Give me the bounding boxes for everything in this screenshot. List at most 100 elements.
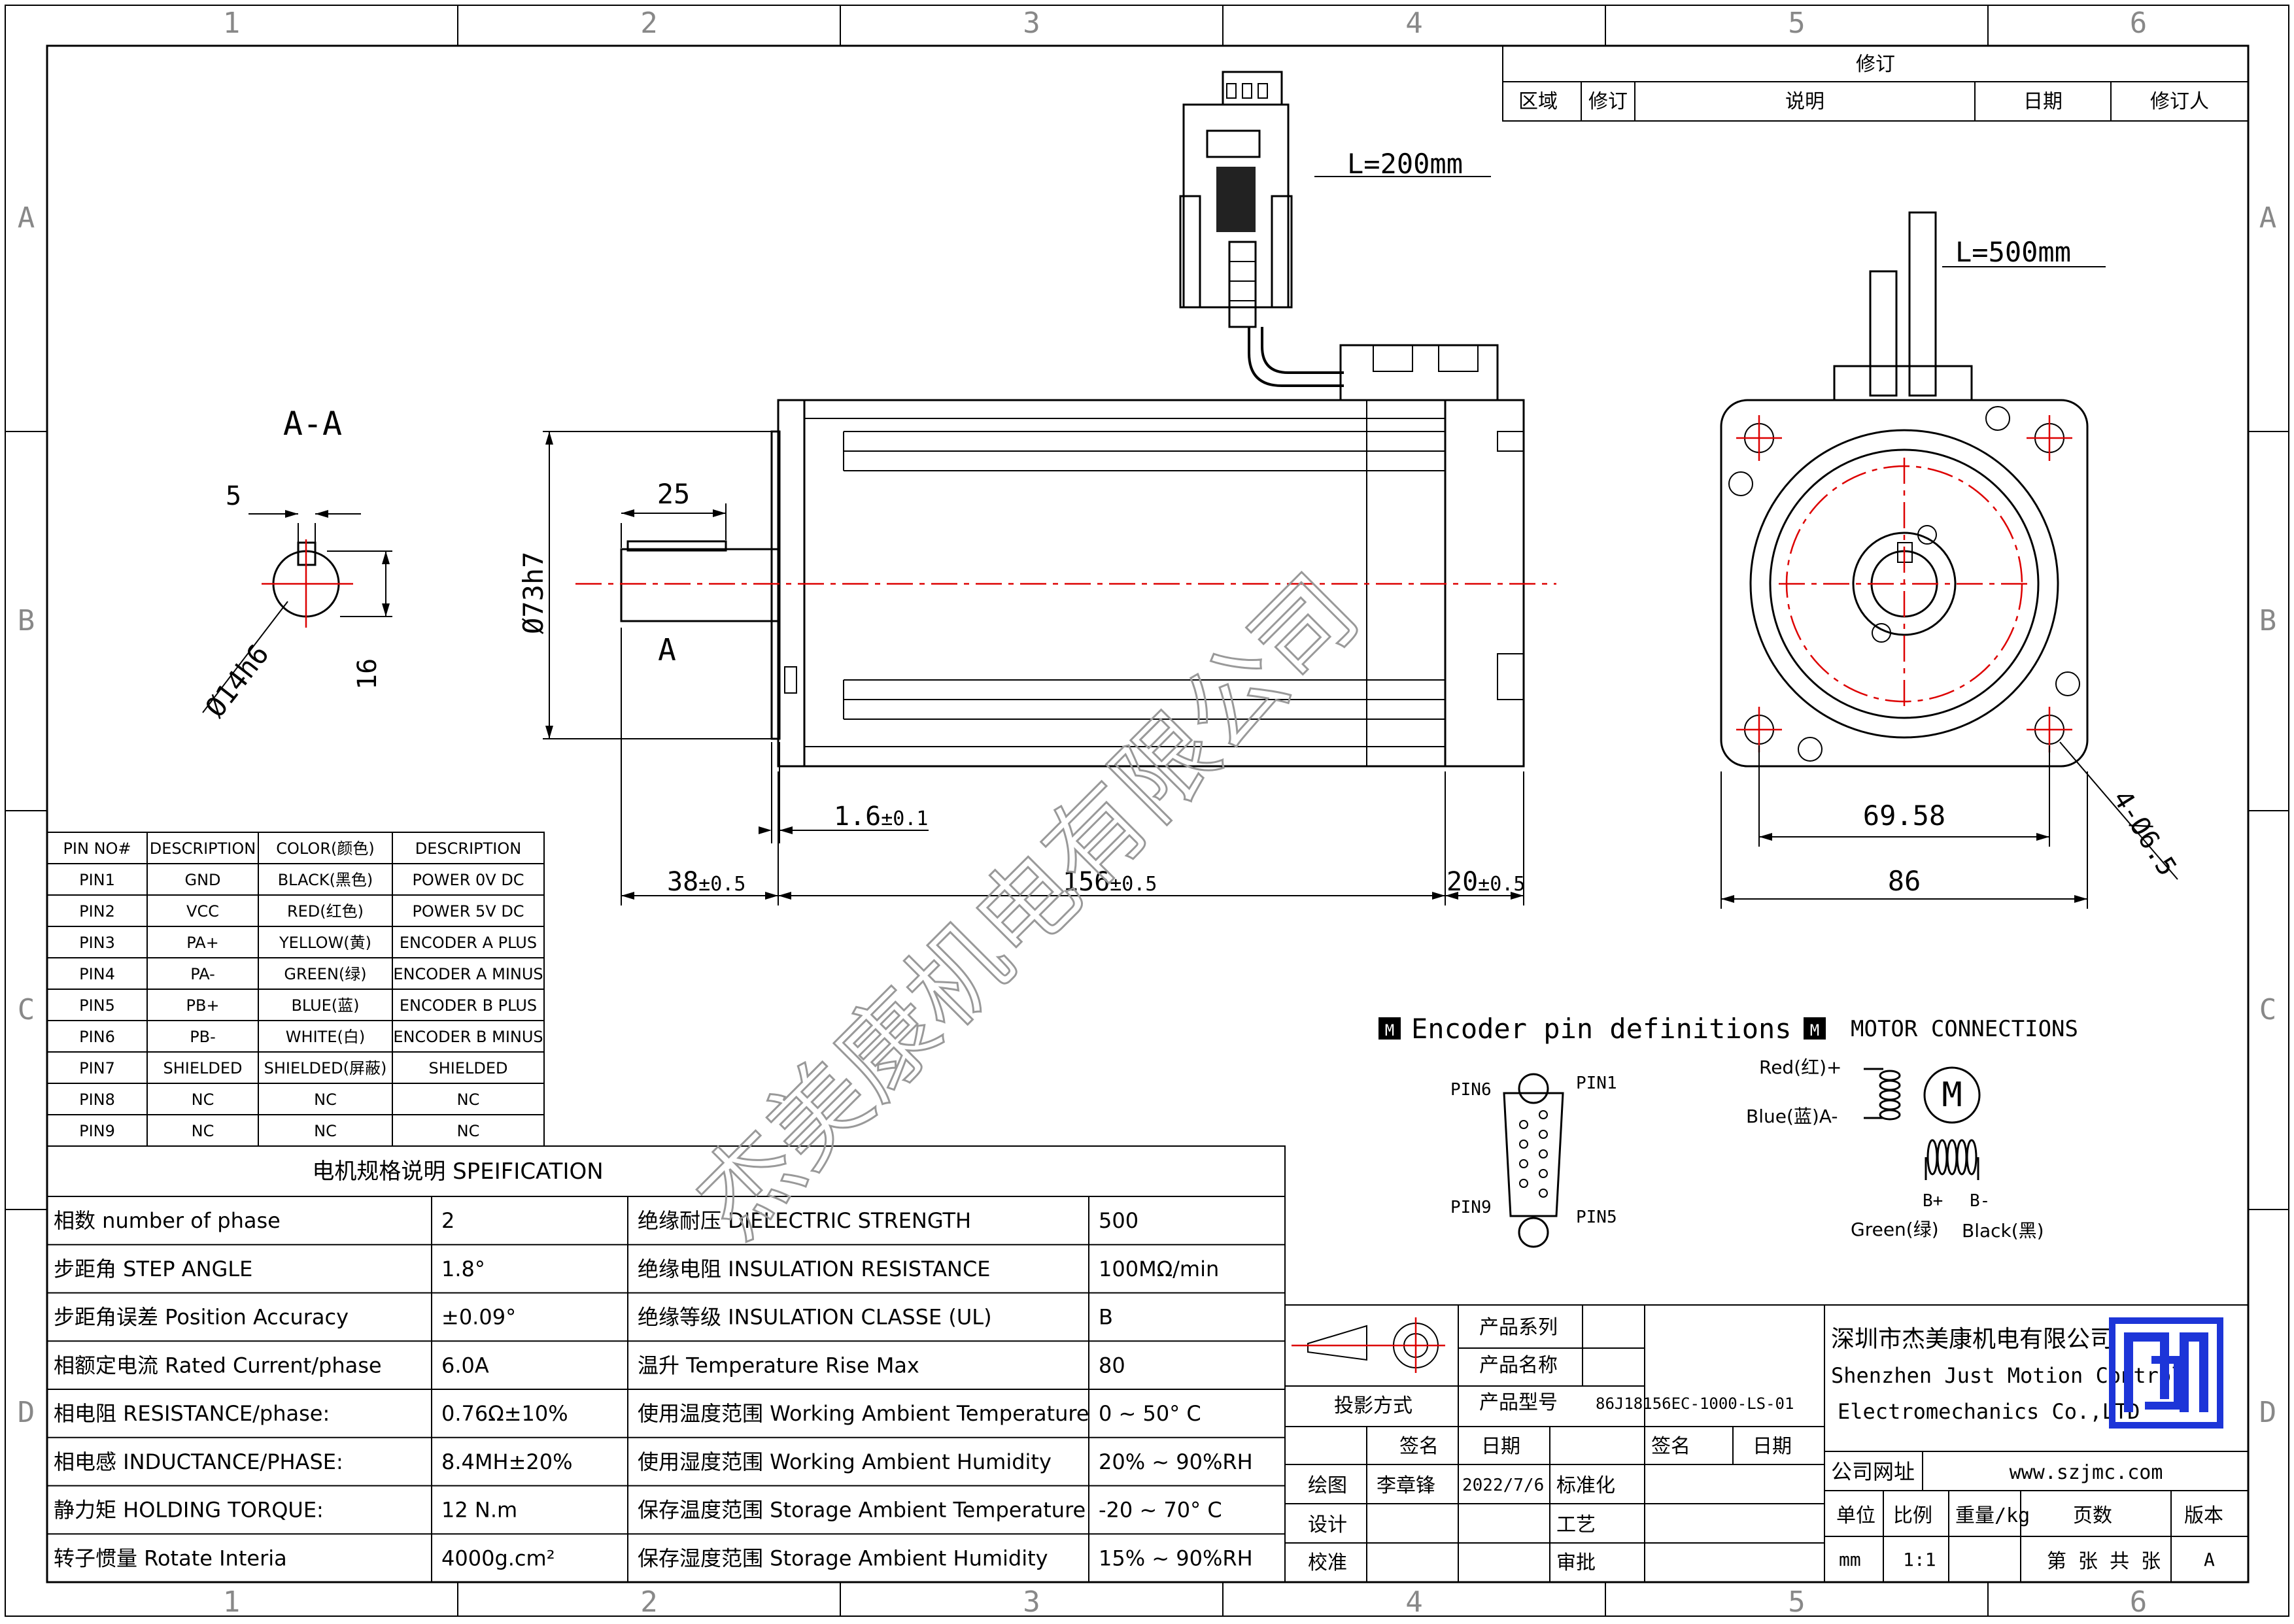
wire-bplus-label: B+ [1923, 1191, 1943, 1211]
pin-table-cell: PIN7 [79, 1059, 115, 1077]
rev-col-desc: 说明 [1785, 90, 1824, 113]
pin-table-cell: PA- [190, 965, 215, 983]
section-marker: A [658, 632, 676, 668]
revision-title: 修订 [1856, 53, 1895, 76]
pin-table-cell: PIN6 [79, 1028, 115, 1046]
spec-cell: 0.76Ω±10% [441, 1401, 568, 1426]
title-block: 产品系列 产品名称 投影方式 产品型号 签名 日期 签名 日期 绘图 李章锋 设… [1284, 1304, 2249, 1583]
spec-title: 电机规格说明 SPEIFICATION [312, 1159, 603, 1185]
grid-row-label: A [2259, 201, 2277, 235]
spec-cell: 0 ~ 50° C [1099, 1401, 1201, 1426]
tb-version: A [2204, 1549, 2215, 1570]
revision-block: 修订 区域 修订 说明 日期 修订人 [1502, 45, 2249, 122]
pin-table-cell: PB- [190, 1028, 216, 1046]
tb-company-cn: 深圳市杰美康机电有限公司 [1831, 1326, 2114, 1353]
spec-cell: 保存温度范围 Storage Ambient Temperature [638, 1498, 1086, 1523]
tb-version-label: 版本 [2184, 1504, 2223, 1527]
wire-red-label: Red(红)+ [1759, 1057, 1842, 1078]
wire-bminus-label: B- [1970, 1191, 1990, 1211]
spec-cell: 步距角误差 Position Accuracy [54, 1305, 349, 1330]
tb-company-en2: Electromechanics Co.,LTD [1838, 1399, 2140, 1424]
pin-table-cell: NC [314, 1122, 337, 1140]
spec-cell: 8.4MH±20% [441, 1449, 573, 1474]
enc-pin9-label: PIN9 [1450, 1198, 1492, 1217]
svg-text:M: M [1810, 1021, 1819, 1040]
spec-cell: 100MΩ/min [1099, 1257, 1219, 1281]
grid-col-label: 4 [1405, 7, 1423, 40]
pin-table-cell: NC [192, 1122, 214, 1140]
tb-scale: 1:1 [1903, 1549, 1936, 1570]
tb-draw: 绘图 [1308, 1474, 1347, 1497]
spec-cell: 使用湿度范围 Working Ambient Humidity [638, 1449, 1052, 1474]
pin-table-cell: WHITE(白) [286, 1028, 365, 1046]
grid-row-label: B [2259, 604, 2277, 637]
pin-table-header: PIN NO# [63, 839, 131, 858]
pin-table-cell: VCC [186, 902, 219, 921]
section-title: A-A [283, 405, 342, 443]
grid-col-label: 2 [640, 1585, 658, 1619]
enc-pin1-label: PIN1 [1576, 1074, 1617, 1093]
grid-col-label: 3 [1023, 1585, 1040, 1619]
pin-table-cell: NC [457, 1122, 480, 1140]
spec-cell: B [1099, 1305, 1113, 1330]
pin-table-cell: ENCODER B MINUS [393, 1028, 543, 1046]
tb-weight-label: 重量/kg [1955, 1504, 2030, 1527]
key-width-dim: 5 [226, 481, 241, 511]
flange-size-dim: 86 [1888, 865, 1921, 897]
rev-col-zone: 区域 [1518, 90, 1558, 113]
rev-col-rev: 修订 [1588, 90, 1628, 113]
grid-col-label: 6 [2130, 7, 2148, 40]
grid-col-label: 4 [1405, 1585, 1423, 1619]
pin-table-header: DESCRIPTION [415, 839, 521, 858]
grid-col-label: 1 [223, 7, 241, 40]
pin-table-cell: PIN3 [79, 934, 115, 952]
pin-table-cell: GND [184, 871, 220, 889]
pin-table-cell: BLUE(蓝) [291, 996, 359, 1015]
spec-cell: 保存湿度范围 Storage Ambient Humidity [638, 1546, 1048, 1570]
grid-row-label: B [18, 604, 35, 637]
key-length-dim: 25 [657, 478, 691, 510]
spec-cell: 6.0A [441, 1353, 489, 1378]
tb-date2: 日期 [1753, 1435, 1792, 1458]
rev-col-date: 日期 [2023, 90, 2063, 113]
motor-connections-diagram: M MOTOR CONNECTIONS M Red(红)+ Blue(蓝)A- … [1746, 1016, 2078, 1242]
motor-cable-length: L=500mm [1955, 236, 2071, 268]
spec-cell: 15% ~ 90%RH [1099, 1546, 1253, 1570]
spec-cell: 相电阻 RESISTANCE/phase: [54, 1401, 330, 1426]
spec-cell: 静力矩 HOLDING TORQUE: [54, 1498, 324, 1523]
grid-row-label: C [2259, 993, 2277, 1026]
encoder-pin-diagram: M Encoder pin definitions PIN6 PIN1 PIN9… [1378, 1013, 1792, 1248]
shaft-dia-dim: Ø14h6 [199, 638, 275, 723]
pin-table-header: COLOR(颜色) [276, 839, 374, 858]
spec-cell: 80 [1099, 1353, 1125, 1378]
motor-symbol: M [1942, 1075, 1962, 1115]
enc-pin5-label: PIN5 [1576, 1208, 1617, 1227]
wire-blue-label: Blue(蓝)A- [1746, 1106, 1838, 1127]
tb-standard: 标准化 [1556, 1474, 1615, 1497]
spec-cell: 相额定电流 Rated Current/phase [54, 1353, 382, 1378]
svg-text:M: M [1385, 1021, 1394, 1040]
section-aa-view: A-A 5 16 Ø14h6 [199, 405, 392, 723]
pin-table-cell: ENCODER A PLUS [400, 934, 537, 952]
tb-approve: 审批 [1556, 1551, 1596, 1574]
body-length-dim: 156±0.5 [1063, 867, 1157, 897]
pin-table-cell: BLACK(黑色) [278, 871, 373, 889]
spec-cell: 绝缘等级 INSULATION CLASSE (UL) [638, 1305, 992, 1330]
rev-col-reviser: 修订人 [2150, 90, 2209, 113]
pilot-height-dim: 1.6±0.1 [834, 802, 929, 832]
grid-col-label: 6 [2130, 1585, 2148, 1619]
tb-projection: 投影方式 [1334, 1395, 1412, 1417]
grid-col-label: 1 [223, 1585, 241, 1619]
spec-cell: ±0.09° [441, 1305, 516, 1330]
pin-table-cell: GREEN(绿) [284, 965, 366, 983]
spec-cell: -20 ~ 70° C [1099, 1498, 1222, 1523]
spec-cell: 绝缘电阻 INSULATION RESISTANCE [638, 1257, 991, 1281]
grid-row-label: C [18, 993, 35, 1026]
tb-draw-date: 2022/7/6 [1462, 1476, 1544, 1495]
tb-website-label: 公司网址 [1831, 1459, 1915, 1484]
spec-cell: 相数 number of phase [54, 1208, 281, 1233]
